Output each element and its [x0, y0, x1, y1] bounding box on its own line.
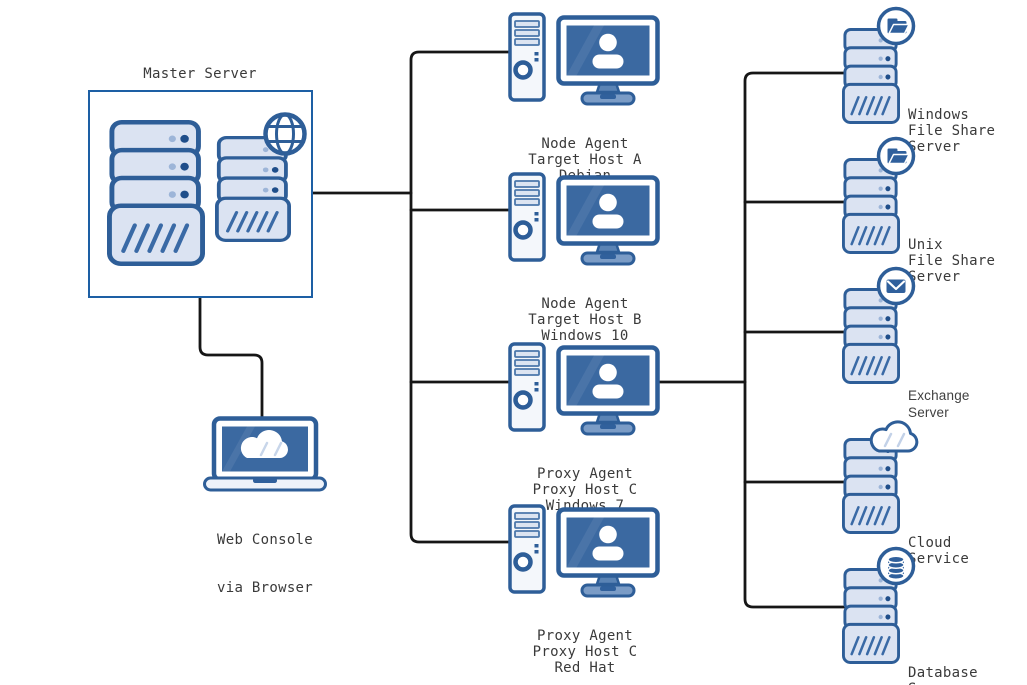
tower-icon: [508, 12, 546, 102]
folder-icon: [876, 136, 916, 176]
monitor-user-icon: [556, 15, 660, 113]
tower-icon: [508, 504, 546, 594]
folder-icon: [876, 6, 916, 46]
mail-icon: [876, 266, 916, 306]
cloud-icon: [865, 419, 923, 455]
server-stack-icon: [842, 158, 900, 254]
server-stack-icon: [215, 136, 291, 242]
tower-icon: [508, 172, 546, 262]
monitor-user-icon: [556, 507, 660, 605]
globe-icon: [261, 110, 309, 158]
edge-right-trunk: [743, 71, 852, 609]
monitor-user-icon: [556, 175, 660, 273]
master-server-box: [88, 90, 313, 298]
web-console-label: Web Console via Browser: [216, 532, 314, 596]
laptop-icon: [203, 416, 327, 492]
monitor-user-icon: [556, 345, 660, 443]
server-label: DatabaseServer: [908, 665, 978, 685]
database-server: DatabaseServer: [838, 546, 1027, 685]
database-icon: [876, 546, 916, 586]
edge-master-to-console: [198, 294, 264, 426]
tower-icon: [508, 342, 546, 432]
master-server-label: Master Server: [143, 66, 257, 82]
edge-left-trunk: [409, 50, 518, 544]
server-stack-icon: [107, 120, 205, 266]
